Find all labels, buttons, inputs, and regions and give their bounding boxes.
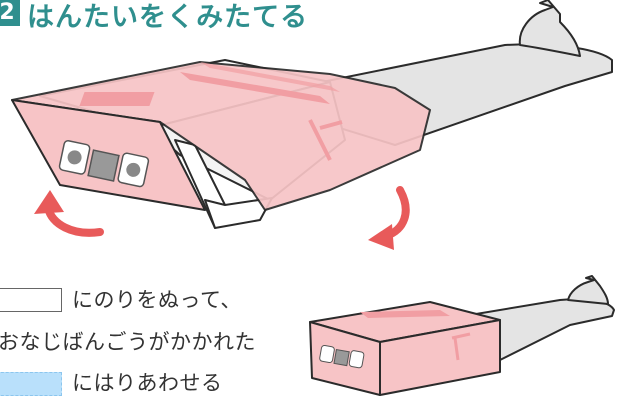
arrow-left-head	[34, 190, 64, 214]
small-box-side	[379, 319, 501, 396]
lid-stripe-2	[200, 62, 340, 92]
end-tab-bottom	[567, 275, 609, 305]
legend-line-2: おなじばんごうがかかれた	[0, 330, 256, 354]
legend-line-1: にのりをぬって、	[72, 288, 242, 312]
lid-stripe-1	[180, 72, 330, 104]
front-logo	[58, 139, 150, 188]
small-box-mark	[451, 332, 471, 361]
lid-mark	[308, 119, 343, 161]
end-tab-top	[518, 0, 581, 57]
step-title: はんたいをくみたてる	[27, 2, 309, 33]
step-badge: 2	[0, 0, 20, 26]
small-box-top-stripe	[360, 310, 450, 318]
large-box-assembly	[11, 0, 613, 229]
rotate-arrows	[34, 186, 410, 250]
legend-line-3: にはりあわせる	[72, 371, 223, 395]
small-box-assembly	[309, 275, 615, 396]
arrow-right-head	[368, 224, 394, 250]
small-box-logo	[319, 344, 365, 369]
glue-swatch-blue	[0, 372, 62, 396]
glue-swatch-white	[0, 288, 62, 312]
lid-label	[79, 92, 155, 106]
